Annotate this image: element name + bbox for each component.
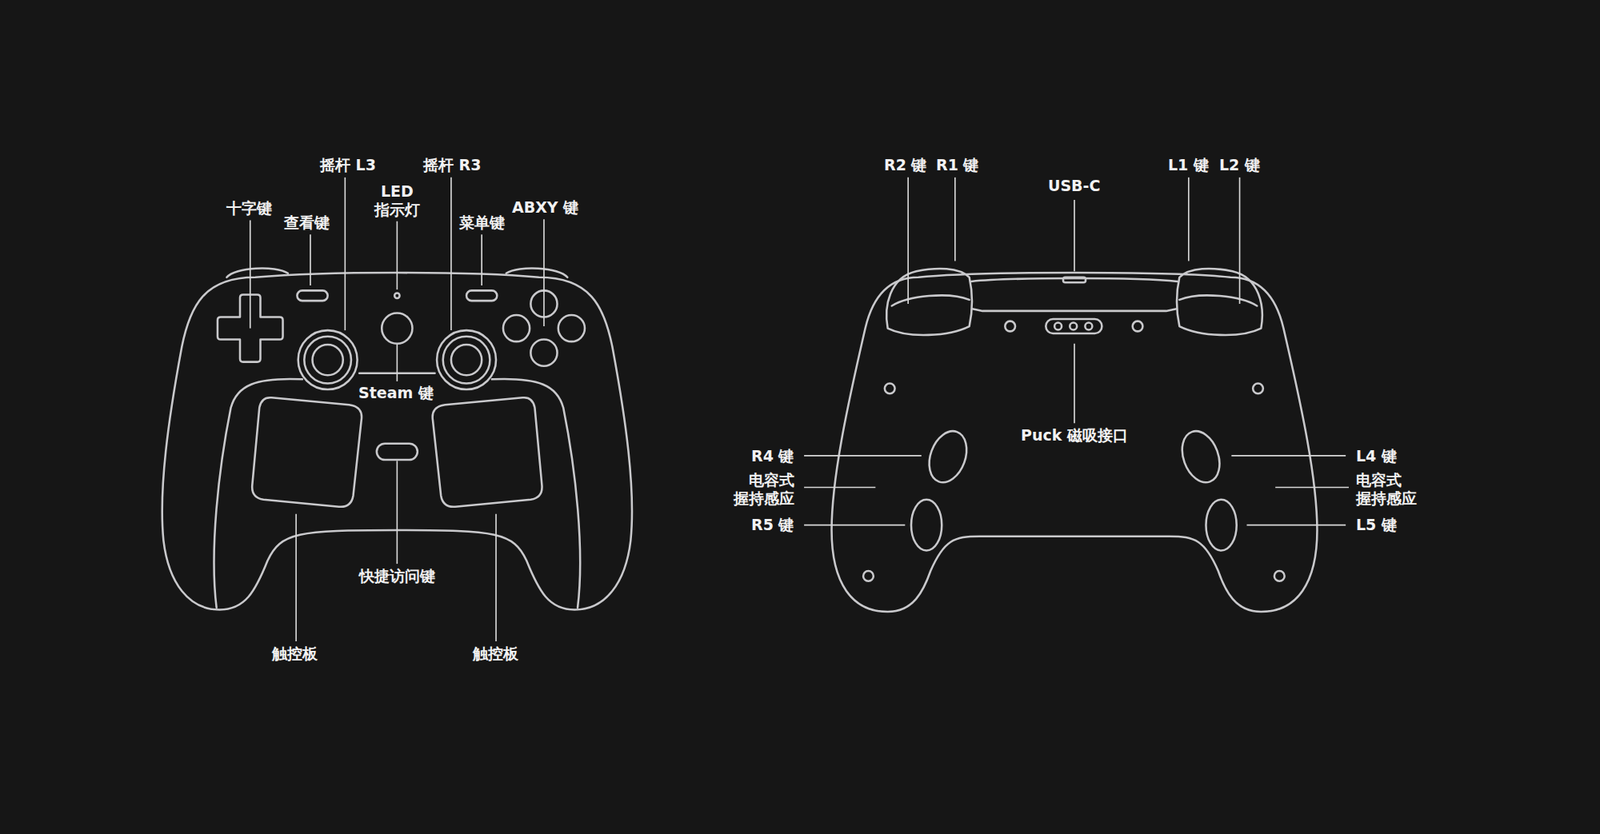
outline-stroke — [1045, 319, 1102, 334]
outline-stroke — [954, 177, 956, 262]
outline-stroke — [162, 272, 632, 610]
outline-stroke — [1069, 323, 1077, 331]
outline-stroke — [1274, 571, 1285, 582]
outline-stroke — [1205, 500, 1236, 552]
outline-stroke — [396, 221, 399, 290]
outline-stroke — [804, 524, 905, 527]
outline-stroke — [298, 330, 358, 390]
outline-stroke — [892, 295, 970, 306]
part-label: R4 键 — [751, 447, 794, 466]
outline-stroke — [450, 177, 452, 331]
outline-stroke — [1176, 268, 1263, 336]
outline-stroke — [1239, 177, 1241, 304]
outline-stroke — [495, 514, 497, 642]
part-label: 触控板 — [272, 644, 318, 664]
outline-stroke — [1175, 426, 1226, 488]
outline-stroke — [1188, 177, 1190, 262]
back-view — [832, 268, 1318, 612]
outline-stroke — [886, 268, 972, 336]
outline-stroke — [252, 397, 362, 508]
part-label: LED 指示灯 — [372, 182, 422, 220]
outline-stroke — [922, 426, 973, 488]
part-label: R2 键 — [884, 156, 927, 175]
part-label: USB-C — [1048, 176, 1100, 196]
front-view — [162, 268, 632, 610]
part-label: 摇杆 R3 — [423, 156, 481, 175]
outline-stroke — [1252, 383, 1264, 394]
outline-stroke — [1054, 323, 1062, 331]
part-label: R5 键 — [751, 516, 794, 535]
part-label: 电容式 握持感应 — [728, 471, 795, 508]
outline-stroke — [381, 312, 412, 344]
outline-stroke — [530, 340, 557, 367]
outline-stroke — [451, 344, 482, 376]
outline-stroke — [543, 219, 545, 327]
outline-stroke — [1084, 323, 1092, 331]
outline-stroke — [971, 278, 1178, 282]
part-label: 十字键 — [226, 199, 272, 218]
outline-stroke — [396, 344, 399, 382]
outline-stroke — [804, 487, 876, 489]
part-label: L4 键 — [1356, 447, 1397, 466]
outline-stroke — [1275, 487, 1349, 489]
part-label: 快捷访问键 — [359, 567, 436, 586]
outline-stroke — [295, 514, 297, 642]
outline-stroke — [907, 177, 909, 304]
part-label: Steam 键 — [358, 384, 434, 403]
outline-stroke — [466, 290, 497, 301]
outline-stroke — [436, 330, 496, 390]
outline-stroke — [506, 268, 568, 277]
outline-stroke — [972, 308, 1176, 312]
outline-stroke — [432, 397, 543, 508]
outline-stroke — [344, 177, 346, 331]
outline-stroke — [832, 272, 1318, 612]
outline-stroke — [1179, 295, 1257, 306]
outline-stroke — [376, 444, 418, 460]
outline-stroke — [480, 234, 483, 286]
part-label: L2 键 — [1219, 156, 1260, 175]
outline-stroke — [558, 315, 585, 342]
part-label: ABXY 键 — [512, 198, 579, 217]
part-label: Puck 磁吸接口 — [1020, 426, 1128, 445]
outline-stroke — [911, 500, 942, 552]
outline-stroke — [394, 293, 400, 299]
outline-stroke — [443, 336, 491, 384]
leader-lines — [250, 177, 1349, 642]
outline-stroke — [1132, 321, 1144, 332]
outline-stroke — [296, 290, 328, 301]
outline-stroke — [312, 344, 344, 376]
outline-stroke — [226, 268, 288, 277]
outline-stroke — [804, 455, 922, 457]
part-label: R1 键 — [936, 156, 979, 175]
outline-stroke — [503, 315, 530, 342]
outline-stroke — [863, 571, 874, 582]
outline-stroke — [396, 460, 399, 564]
outline-stroke — [1073, 200, 1076, 272]
outline-stroke — [1073, 344, 1076, 424]
outline-stroke — [249, 220, 252, 328]
part-label: L5 键 — [1356, 516, 1397, 535]
outline-stroke — [884, 383, 896, 394]
part-label: 电容式 握持感应 — [1356, 471, 1422, 508]
part-label: 查看键 — [284, 213, 330, 232]
outline-stroke — [1004, 321, 1016, 332]
part-label: 触控板 — [472, 644, 519, 664]
part-label: 摇杆 L3 — [320, 156, 376, 175]
outline-stroke — [304, 336, 352, 384]
outline-stroke — [1231, 455, 1346, 457]
outline-stroke — [1246, 524, 1346, 527]
part-label: 菜单键 — [459, 213, 505, 232]
outline-stroke — [1063, 277, 1086, 283]
outline-stroke — [309, 234, 312, 286]
part-label: L1 键 — [1168, 156, 1209, 175]
